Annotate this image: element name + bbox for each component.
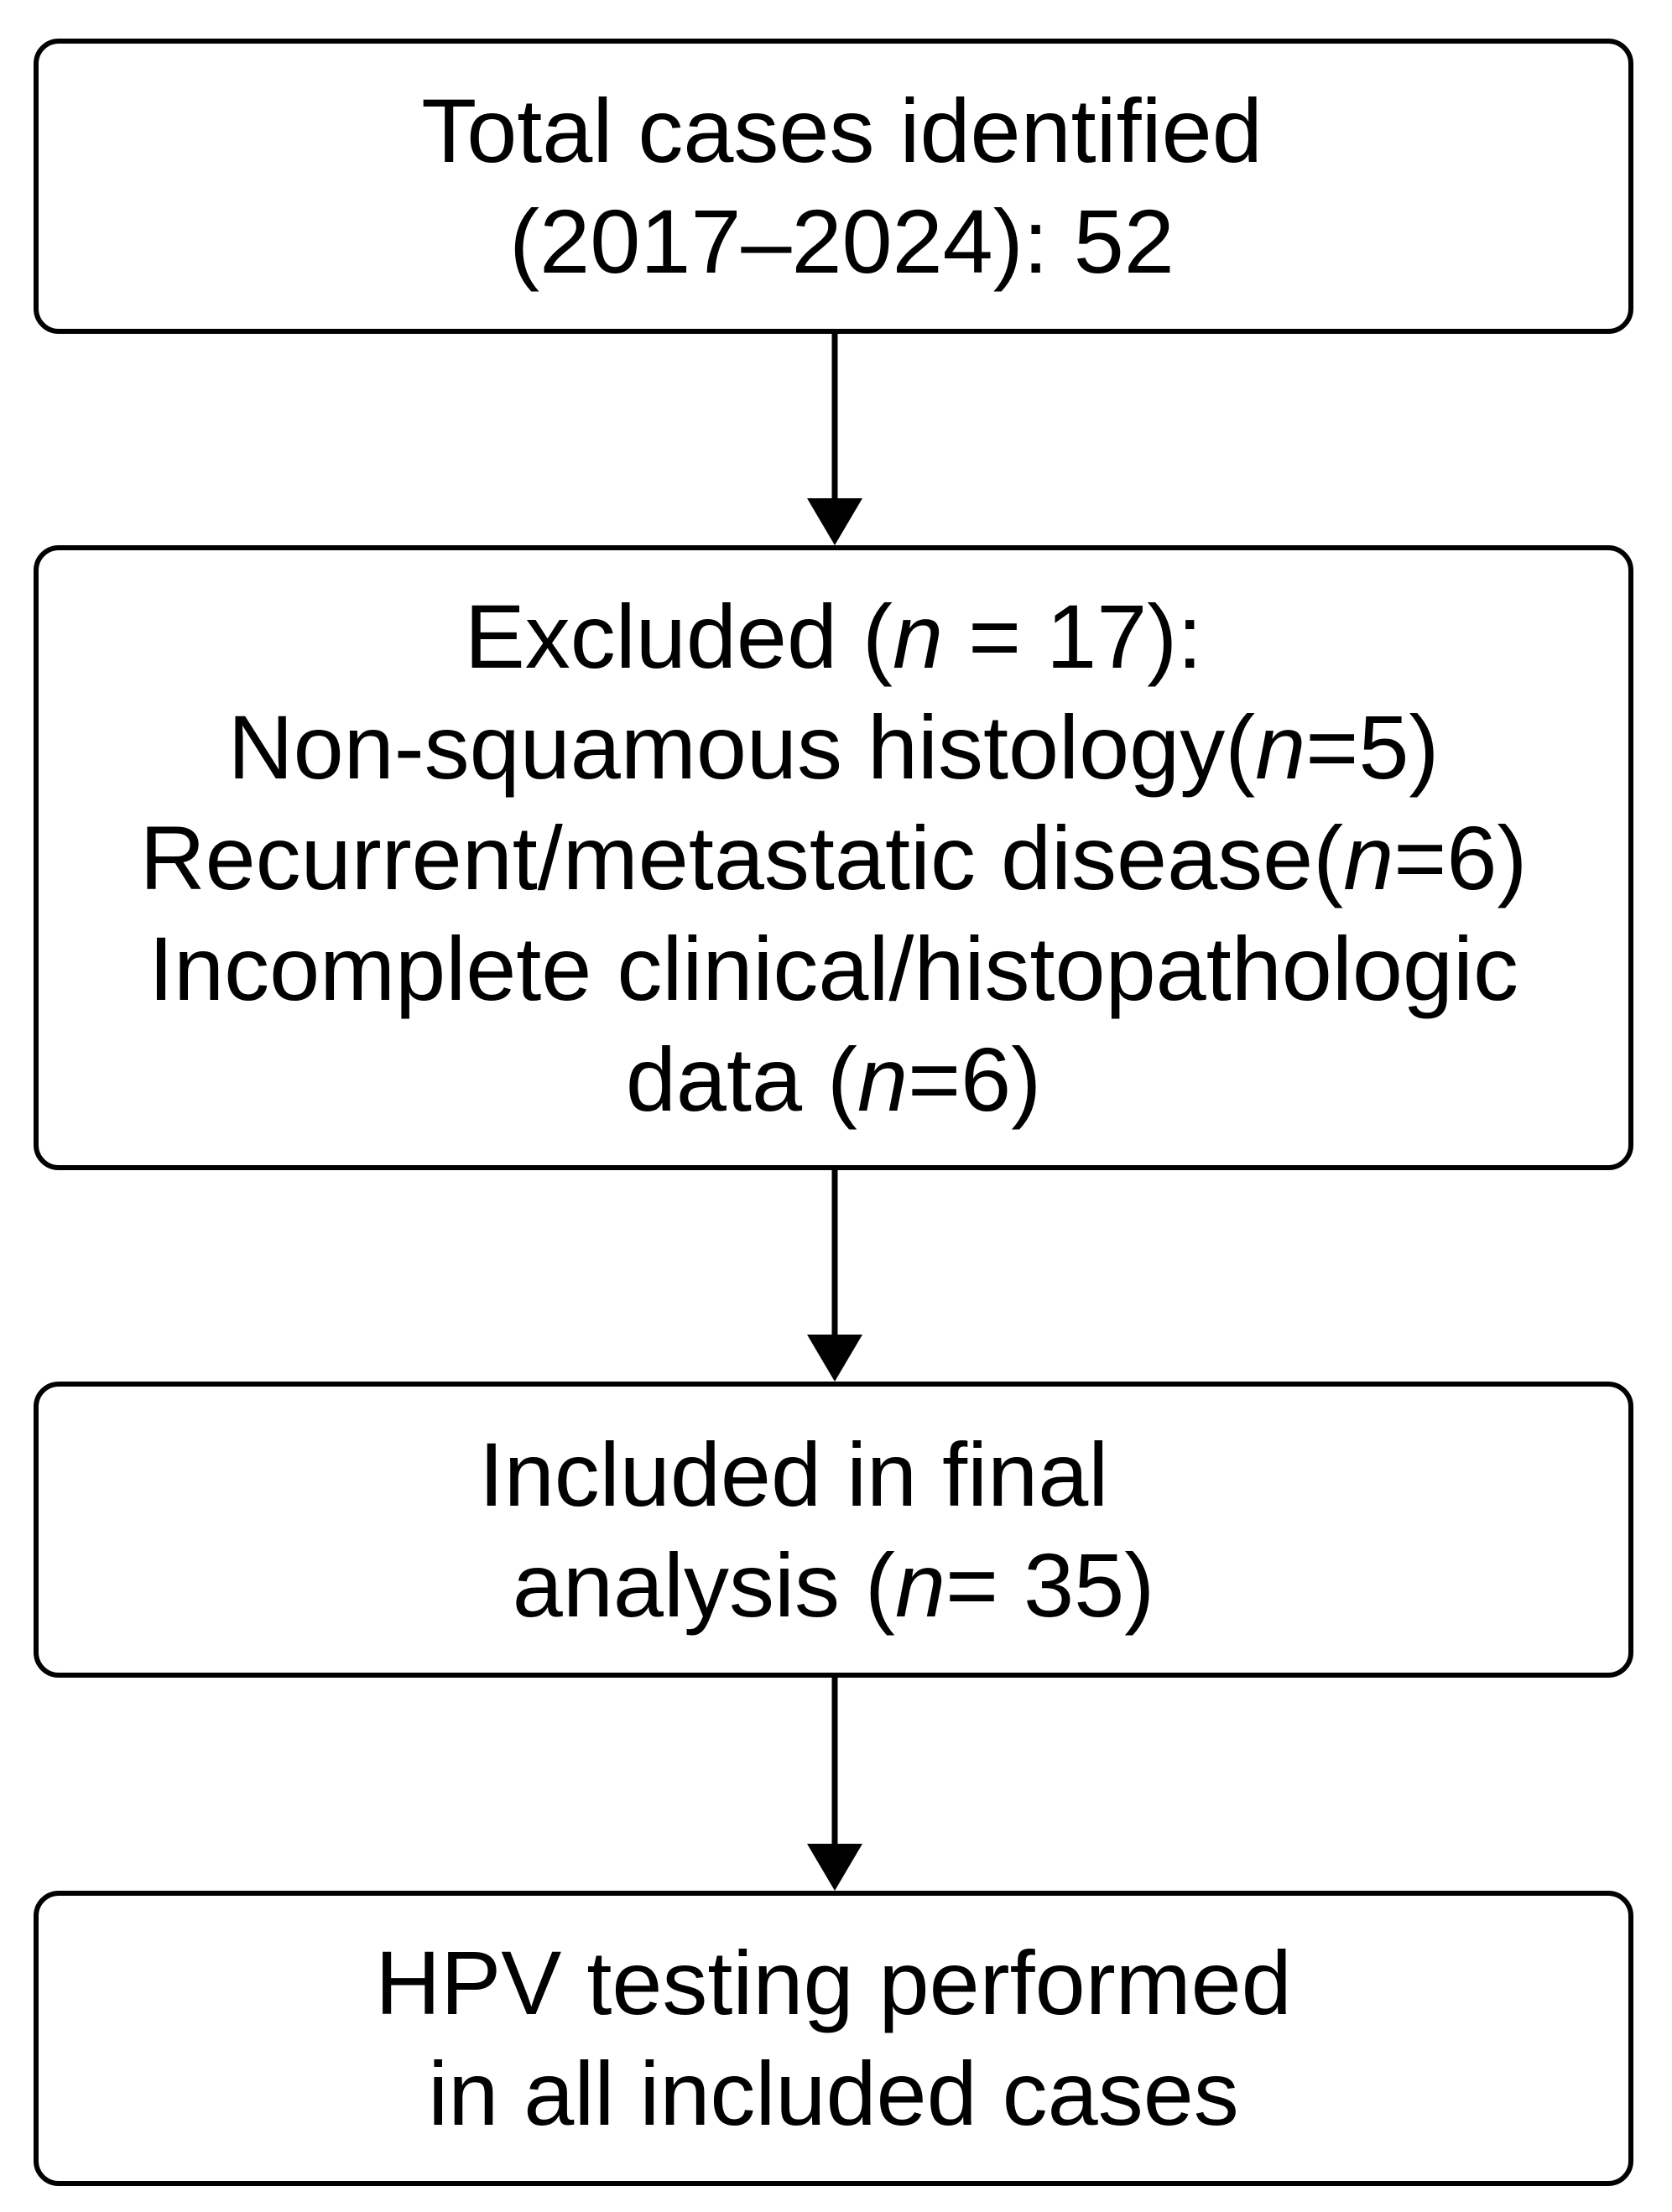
node-hpv-line-1: HPV testing performed	[375, 1932, 1292, 2033]
node-total-line-1: Total cases identified	[421, 80, 1263, 181]
node-excluded-line-3: Recurrent/metastatic disease(n=6)	[139, 806, 1528, 908]
node-excluded-line-1: Excluded (n = 17):	[464, 585, 1203, 687]
node-included: Included in final analysis (n= 35)	[34, 1382, 1633, 1678]
node-included-line-2: analysis (n= 35)	[512, 1533, 1155, 1636]
node-excluded-line-2: Non-squamous histology(n=5)	[227, 695, 1440, 798]
node-excluded-line-4: Incomplete clinical/histopathologic	[148, 917, 1518, 1019]
node-included-line-1: Included in final	[478, 1423, 1109, 1525]
arrowhead-total-to-excluded	[807, 498, 862, 545]
arrowhead-excluded-to-included	[807, 1335, 862, 1382]
node-hpv-line-2: in all included cases	[428, 2043, 1239, 2144]
node-excluded: Excluded (n = 17): Non-squamous histolog…	[34, 545, 1633, 1170]
node-hpv-testing: HPV testing performed in all included ca…	[34, 1891, 1633, 2186]
node-excluded-line-5: data (n=6)	[625, 1028, 1042, 1130]
arrowhead-included-to-hpv	[807, 1844, 862, 1891]
node-total-cases: Total cases identified (2017–2024): 52	[34, 39, 1633, 334]
node-total-line-2: (2017–2024): 52	[509, 190, 1175, 292]
